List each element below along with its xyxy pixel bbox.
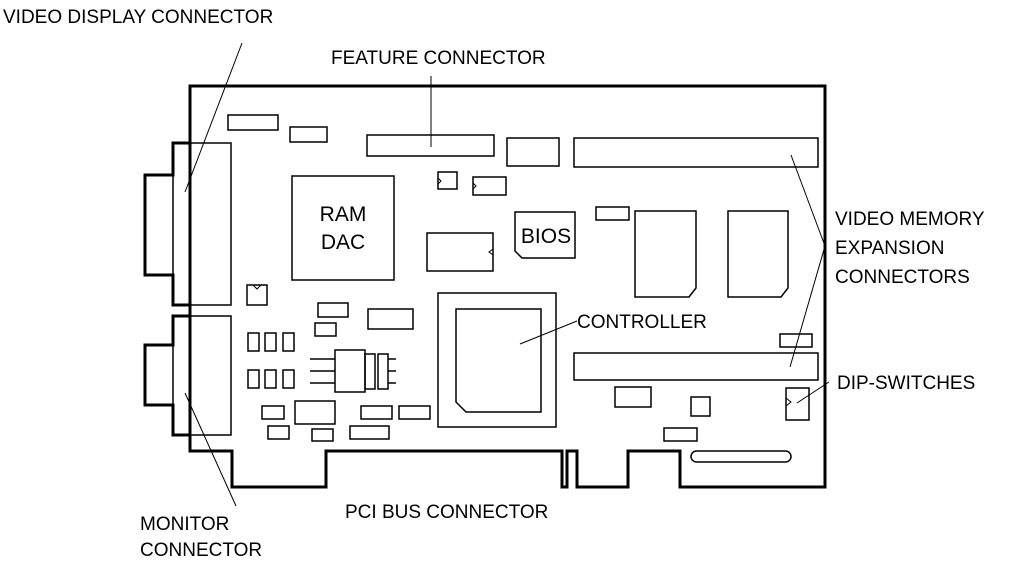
capacitor-row-top [247,332,295,352]
ramdac-label-line1: RAM [320,203,367,226]
label-feature-connector: FEATURE CONNECTOR [331,48,546,69]
controller-socket [437,292,557,428]
video-display-bracket [143,141,190,307]
bios-chip [514,211,576,259]
resistor-pack-2 [289,126,328,143]
resistor-g [311,428,334,442]
smd-component-1 [595,206,630,221]
leader-controller [519,320,578,345]
memory-expansion-connector-bottom [573,352,819,381]
leader-memory-top [790,154,826,247]
resistor-d [360,405,393,420]
leader-monitor [184,392,237,507]
board-outline [188,84,827,489]
chip-dip-middle-notch [488,248,494,256]
resistor-e [398,405,431,420]
resistor-h [349,425,390,440]
monitor-bracket [143,314,190,437]
chip-lower-right-a [614,386,652,408]
label-dip-switches: DIP-SWITCHES [837,373,975,394]
crystal-1-notch [437,177,442,185]
bios-label: BIOS [521,225,571,248]
ramdac-chip [291,175,395,281]
memory-expansion-connector-top [573,137,819,168]
chip-small-top [506,137,560,167]
label-controller: CONTROLLER [577,312,707,333]
board-slot [690,450,792,463]
label-video-memory-line1: VIDEO MEMORY [835,209,985,230]
memory-chip-2 [727,210,789,298]
capacitor-row-bottom [247,369,295,389]
voltage-regulator [310,349,396,393]
leader-memory-bottom [789,245,826,368]
chip-dip-middle [426,232,494,272]
label-video-memory-line3: CONNECTORS [835,267,970,288]
chip-small-under-ramdac-notch [252,284,262,290]
label-monitor-connector-line1: MONITOR [140,514,229,535]
crystal-1 [437,171,458,190]
resistor-b [314,322,337,337]
resistor-pack-1 [227,114,279,131]
dip-switches [785,387,810,421]
ramdac-label-line2: DAC [321,231,365,254]
resistor-c [261,405,285,420]
chip-small-under-ramdac [246,284,268,306]
crystal-2-notch [472,182,477,190]
resistor-f [267,425,290,440]
memory-chip-1 [634,210,697,298]
label-pci-bus-connector: PCI BUS CONNECTOR [345,502,548,523]
video-display-connector-body [172,142,232,306]
label-video-memory-line2: EXPANSION [835,238,944,259]
label-monitor-connector-line2: CONNECTOR [140,540,262,561]
smd-component-3 [663,427,698,442]
leader-dip-switches [796,381,830,404]
leader-video-display [184,42,243,193]
dip-switches-notch [785,397,792,407]
chip-lower-a [294,400,336,425]
chip-small-center [367,308,414,330]
chip-lower-right-b [690,396,711,417]
resistor-a [317,302,349,318]
label-video-display-connector: VIDEO DISPLAY CONNECTOR [3,7,273,28]
crystal-2 [472,176,507,196]
monitor-connector-body [172,315,232,436]
controller-chip [455,308,542,413]
